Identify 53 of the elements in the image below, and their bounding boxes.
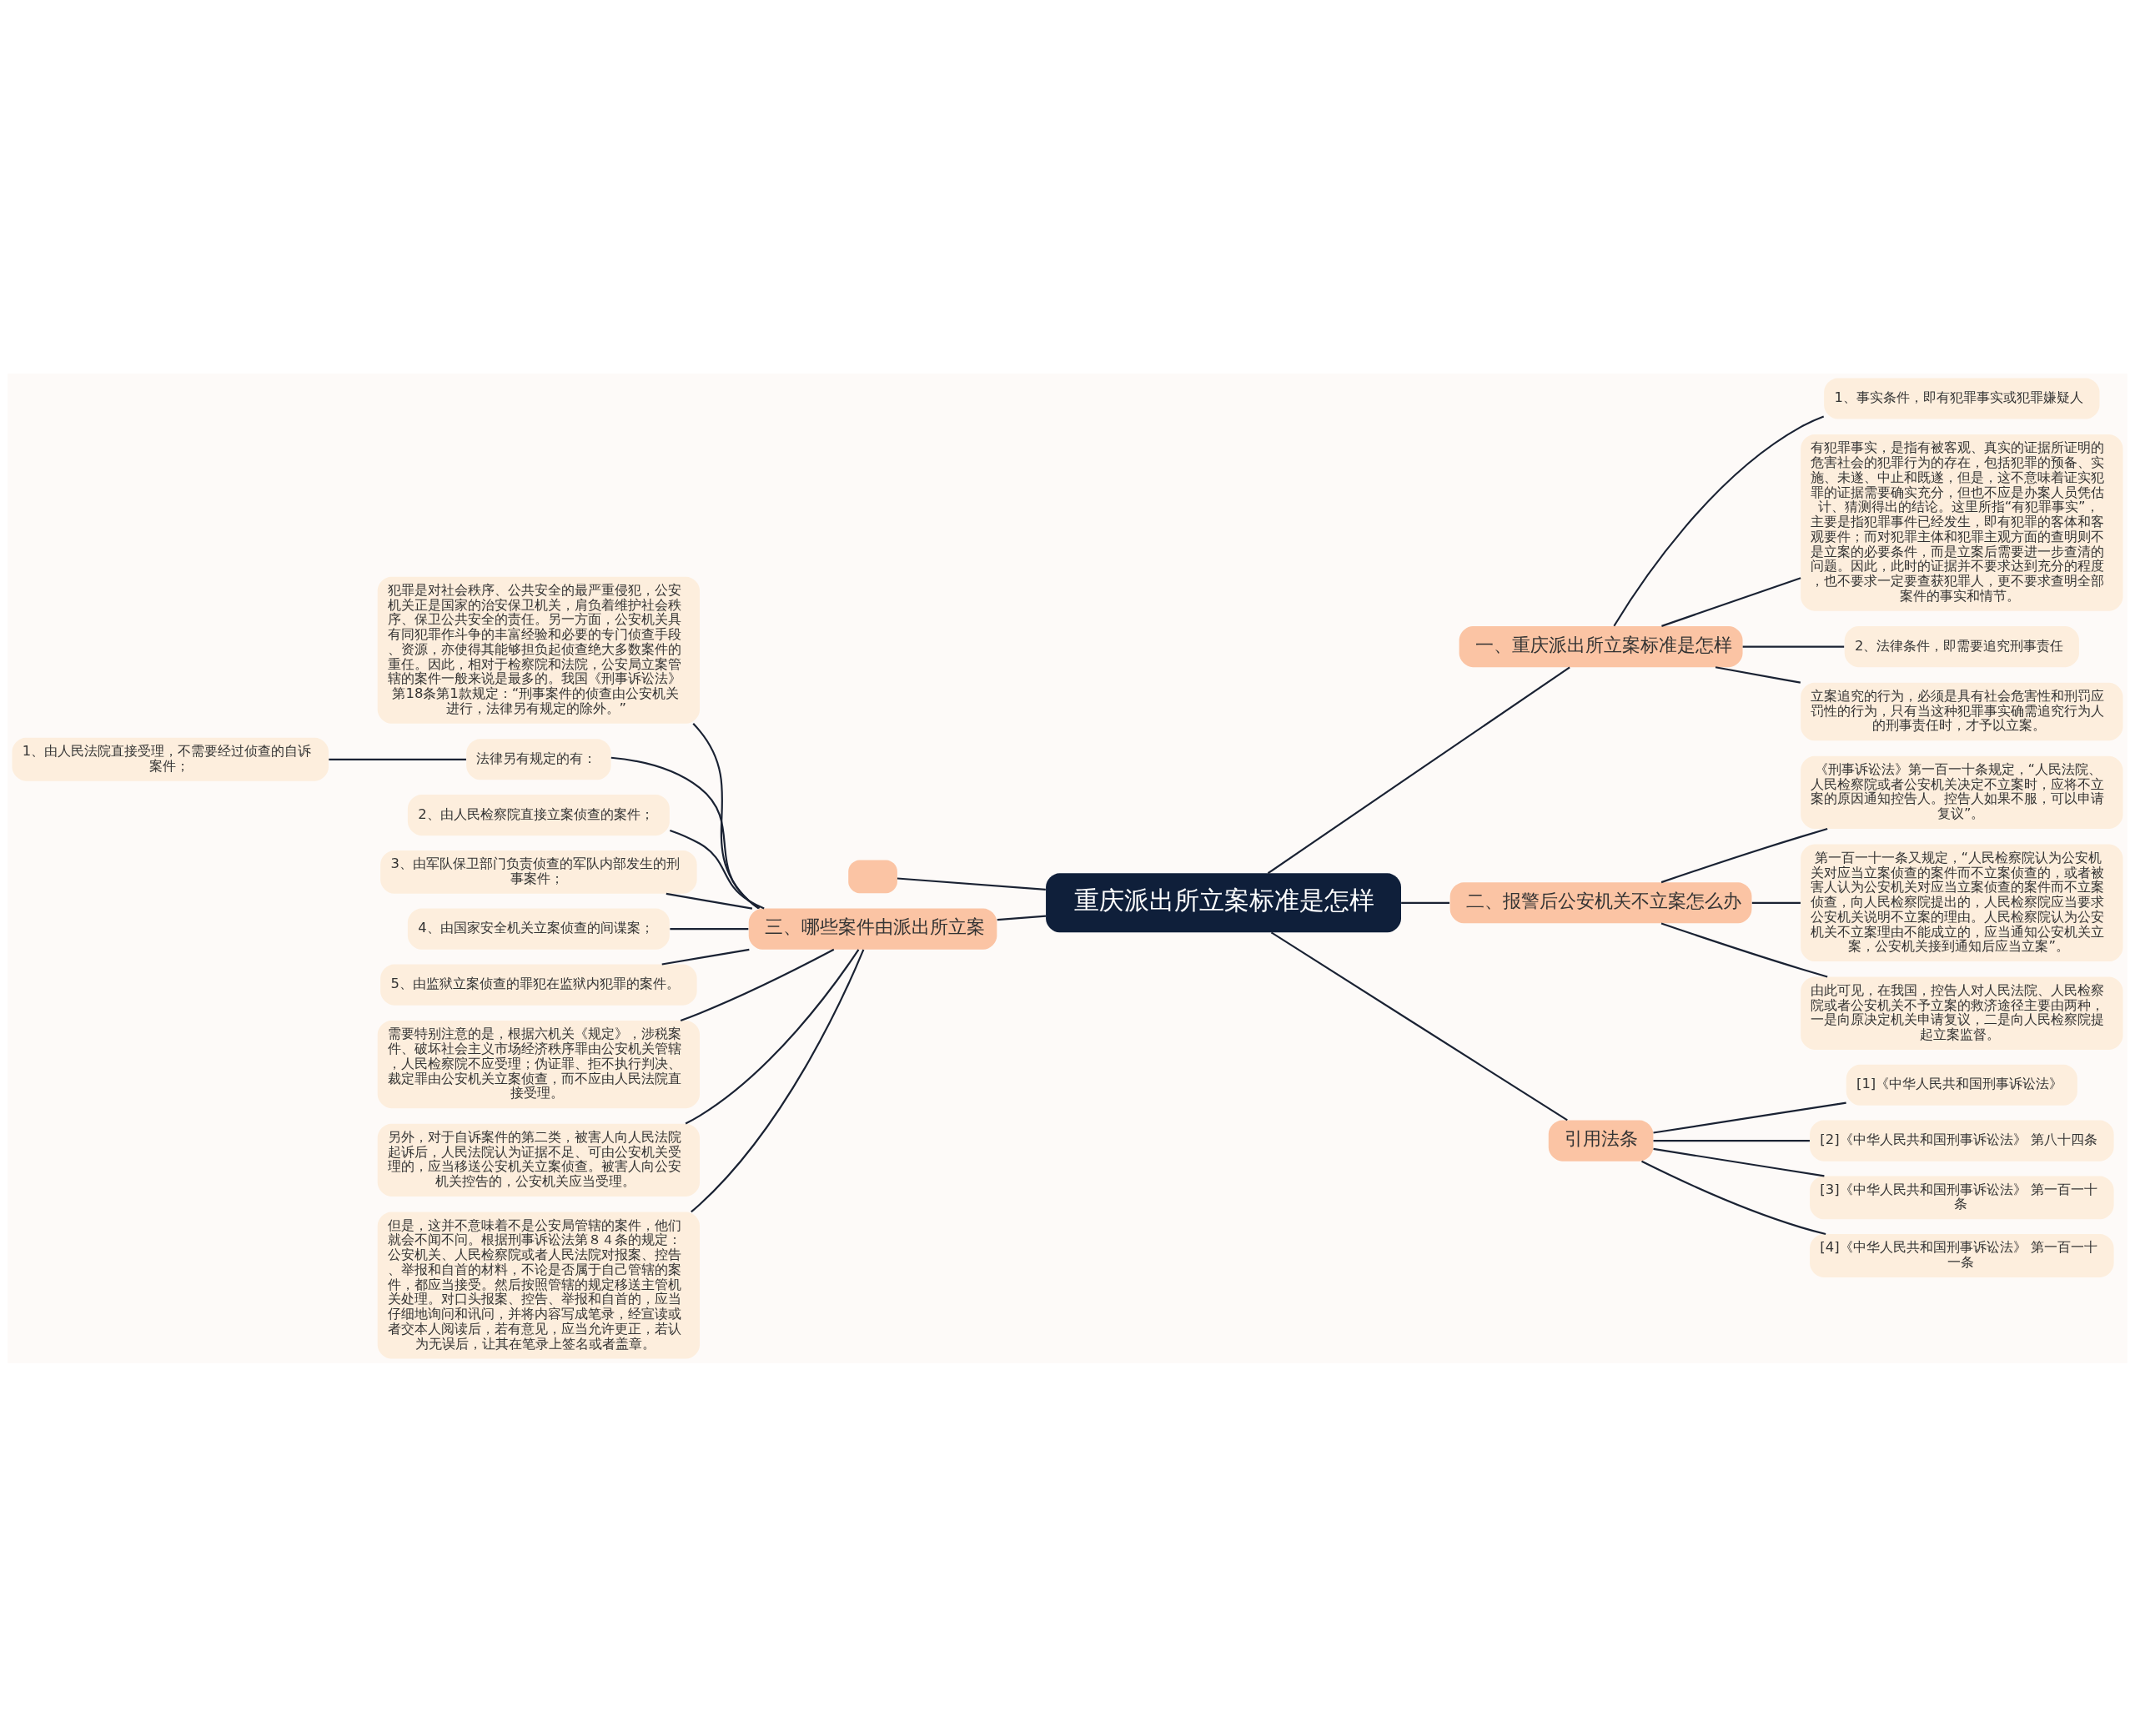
connector (1653, 1101, 1846, 1134)
connector (1661, 576, 1801, 627)
node-box: 引用法条 (1548, 1120, 1654, 1162)
node-box: 1、由人民法院直接受理，不需要经过侦查的自诉案件； (12, 737, 329, 781)
connector (1660, 921, 1828, 978)
connector (1641, 1160, 1826, 1235)
node-box: 需要特别注意的是，根据六机关《规定》，涉税案件、破坏社会主义市场经济秩序罪由公安机关管辖，人民检察院不应受理；伪证罪、拒不执行判决、裁定罪由公安机关立案侦查，而不应由人民法院直接受理。 (377, 1020, 701, 1108)
node-box: 第一百一十一条又规定，“人民检察院认为公安机关对应当立案侦查的案件而不立案侦查的，或者被害人认为公安机关对应当立案侦查的案件而不立案侦查，向人民检察院提出的，人民检察院应当要求公安机关说明不立案的理由。人民检察院认为公安机关不立案理由不能成立的，应当通知公安机关立案，公安机关接到通知后应当立案”。 (1801, 844, 2123, 961)
node-box: 犯罪是对社会秩序、公共安全的最严重侵犯，公安机关正是国家的治安保卫机关，肩负着维护社会秩序、保卫公共安全的责任。另一方面，公安机关具有同犯罪作斗争的丰富经验和必要的专门侦查手段、资源，亦使得其能够担负起侦查绝大多数案件的重任。因此，相对于检察院和法院，公安局立案管辖的案件一般来说是最多的。我国《刑事诉讼法》第18条第1款规定：“刑事案件的侦查由公安机关进行，法律另有规定的除外。” (377, 576, 701, 724)
node-box: 二、报警后公安机关不立案怎么办 (1449, 881, 1752, 923)
connector (610, 756, 761, 909)
connector (997, 915, 1047, 921)
node-box: 3、由军队保卫部门负责侦查的军队内部发生的刑事案件； (380, 850, 697, 894)
node-box: 由此可见，在我国，控告人对人民法院、人民检察院或者公安机关不予立案的救济途径主要由两种，一是向原决定机关申请复议，二是向人民检察院提起立案监督。 (1801, 976, 2123, 1050)
connector (692, 722, 759, 909)
connector (329, 758, 466, 760)
connector (666, 892, 753, 910)
connector (1715, 665, 1801, 684)
connector (1751, 901, 1801, 904)
node-box: 2、法律条件，即需要追究刑事责任 (1844, 625, 2079, 667)
node-box: 5、由监狱立案侦查的罪犯在监狱内犯罪的案件。 (380, 964, 697, 1006)
connector (1267, 665, 1570, 874)
node-box: 4、由国家安全机关立案侦查的间谍案； (407, 908, 670, 950)
connector (1653, 1139, 1810, 1141)
connector (669, 829, 765, 910)
connector (1401, 901, 1450, 904)
node-box: 1、事实条件，即有犯罪事实或犯罪嫌疑人 (1824, 377, 2100, 419)
node-box: 法律另有规定的有： (466, 738, 611, 780)
connector (670, 927, 749, 930)
connector (1660, 827, 1828, 883)
node-box: 重庆派出所立案标准是怎样 (1046, 872, 1401, 932)
node-box: [3]《中华人民共和国刑事诉讼法》 第一百一十条 (1810, 1175, 2114, 1219)
node-box: 另外，对于自诉案件的第二类，被害人向人民法院起诉后，人民法院认为证据不足、可由公安机关受理的，应当移送公安机关立案侦查。被害人向公安机关控告的，公安机关应当受理。 (377, 1123, 701, 1197)
connector (1270, 931, 1568, 1121)
node-box: [2]《中华人民共和国刑事诉讼法》 第八十四条 (1810, 1120, 2114, 1162)
node-box: 三、哪些案件由派出所立案 (748, 908, 997, 950)
connector (1613, 415, 1825, 626)
node-box (848, 860, 897, 893)
node-box: [1]《中华人民共和国刑事诉讼法》 (1846, 1064, 2077, 1106)
connector (661, 948, 750, 966)
connector (1653, 1147, 1825, 1177)
node-box: 立案追究的行为，必须是具有社会危害性和刑罚应罚性的行为，只有当这种犯罪事实确需追究行为人的刑事责任时，才予以立案。 (1801, 682, 2123, 740)
node-box: 《刑事诉讼法》第一百一十条规定，“人民法院、人民检察院或者公安机关决定不立案时，应将不立案的原因通知控告人。控告人如果不服，可以申请复议”。 (1801, 755, 2123, 829)
node-box: [4]《中华人民共和国刑事诉讼法》 第一百一十一条 (1810, 1233, 2114, 1277)
node-box: 但是，这并不意味着不是公安局管辖的案件，他们就会不闻不问。根据刑事诉讼法第８４条的规定：公安机关、人民检察院或者人民法院对报案、控告、举报和自首的材料，不论是否属于自己管辖的案件，都应当接受。然后按照管辖的规定移送主管机关处理。对口头报案、控告、举报和自首的，应当仔细地询问和讯问，并将内容写成笔录，经宣读或者交本人阅读后，若有意见，应当允许更正，若认为无误后，让其在笔录上签名或者盖章。 (377, 1211, 701, 1359)
node-box: 有犯罪事实，是指有被客观、真实的证据所证明的危害社会的犯罪行为的存在，包括犯罪的预备、实施、未遂、中止和既遂，但是，这不意味着证实犯罪的证据需要确实充分，但也不应是办案人员凭估计、猜测得出的结论。这里所指“有犯罪事实”，主要是指犯罪事件已经发生，即有犯罪的客体和客观要件；而对犯罪主体和犯罪主观方面的查明则不是立案的必要条件，而是立案后需要进一步查清的问题。因此，此时的证据并不要求达到充分的程度，也不要求一定要查获犯罪人，更不要求查明全部案件的事实和情节。 (1801, 434, 2123, 611)
connector (680, 948, 835, 1021)
connector (691, 948, 865, 1212)
connector (685, 948, 860, 1124)
node-box: 一、重庆派出所立案标准是怎样 (1459, 625, 1743, 667)
node-box: 2、由人民检察院直接立案侦查的案件； (407, 794, 670, 835)
connector (897, 876, 1046, 891)
connector (1742, 645, 1845, 648)
